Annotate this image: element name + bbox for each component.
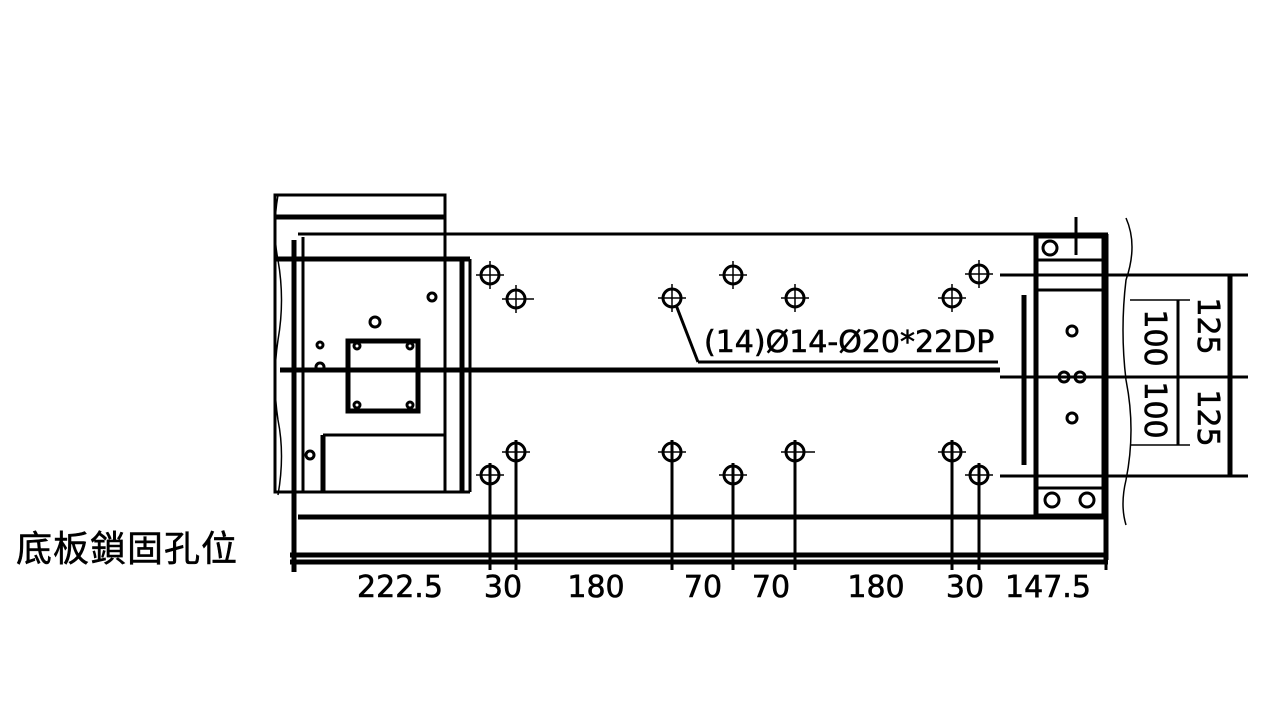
dim-bottom-1: 222.5 — [357, 570, 443, 605]
dim-right-outer-bottom: 125 — [1190, 389, 1225, 446]
hole-marker — [476, 261, 504, 289]
dim-bottom-2: 30 — [484, 570, 522, 605]
hole-marker — [965, 260, 993, 288]
hole-callout-note: (14)Ø14-Ø20*22DP — [704, 325, 994, 360]
base-plate — [280, 232, 1109, 560]
hole-marker — [938, 284, 966, 312]
hole-callout-leader — [674, 304, 998, 364]
drawing-title: 底板鎖固孔位 — [16, 529, 239, 571]
hole-marker — [719, 261, 747, 289]
left-motor-block — [273, 193, 472, 572]
dim-bottom-7: 30 — [946, 570, 984, 605]
hole-marker — [476, 463, 504, 570]
hole-marker — [965, 463, 993, 570]
dim-bottom-3: 180 — [567, 570, 624, 605]
dim-bottom-6: 180 — [847, 570, 904, 605]
bottom-dimension-chain — [290, 545, 1108, 570]
dim-bottom-5: 70 — [752, 570, 790, 605]
dim-bottom-8: 147.5 — [1005, 570, 1091, 605]
hole-marker — [938, 440, 966, 570]
hole-marker — [502, 285, 534, 313]
hole-marker — [658, 284, 686, 312]
hole-marker — [781, 284, 809, 312]
dim-right-outer-top: 125 — [1190, 297, 1225, 354]
right-end-block — [1000, 217, 1248, 526]
mounting-holes — [476, 260, 993, 570]
dim-right-inner-top: 100 — [1137, 309, 1172, 366]
hole-marker — [658, 440, 686, 570]
hole-marker — [719, 463, 747, 570]
dim-right-inner-bottom: 100 — [1137, 381, 1172, 438]
hole-marker — [502, 440, 530, 570]
hole-marker — [781, 440, 815, 570]
dim-bottom-4: 70 — [684, 570, 722, 605]
